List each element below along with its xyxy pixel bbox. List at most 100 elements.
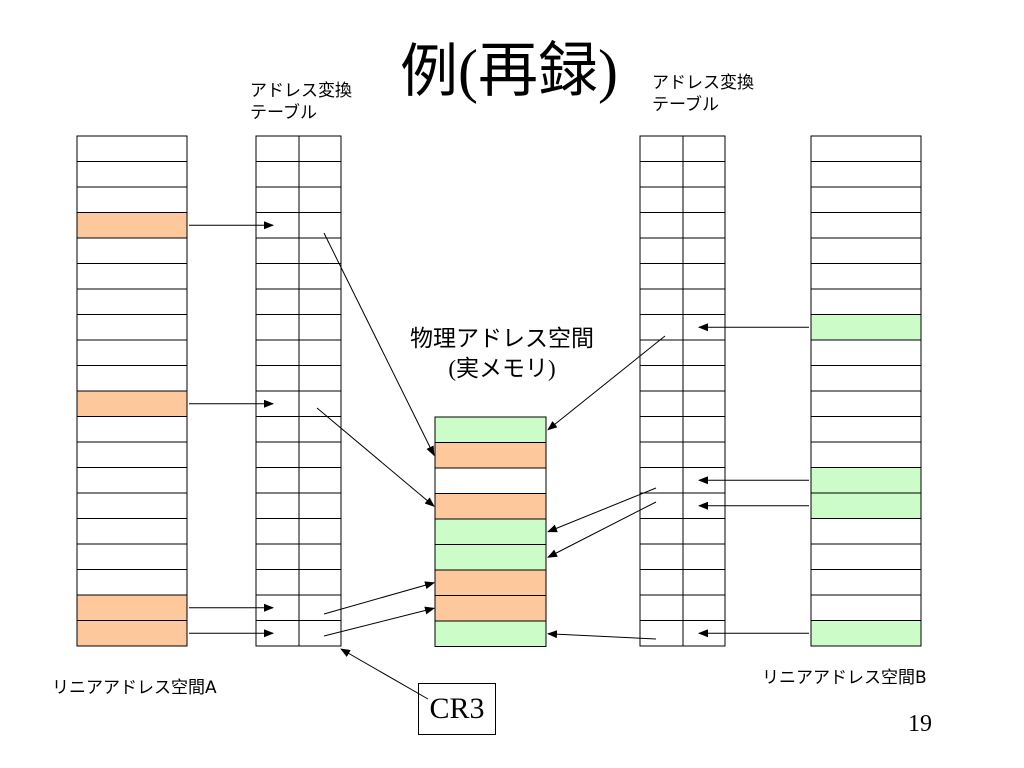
- table-b-cell: [682, 543, 726, 570]
- table-b-cell: [639, 441, 684, 468]
- table-b-cell: [639, 543, 684, 570]
- table-a-cell: [298, 314, 342, 341]
- cr3-register: CR3: [418, 683, 496, 735]
- linear-space-b-label: リニアアドレス空間B: [762, 668, 927, 688]
- table-b-cell: [639, 186, 684, 213]
- table-a-cell: [255, 237, 300, 264]
- table-a-cell: [298, 288, 342, 315]
- table-a-cell: [255, 365, 300, 392]
- linear-address-space-b: [810, 135, 922, 647]
- linear-b-row: [810, 416, 922, 443]
- mapping-arrow: [316, 407, 435, 507]
- mapping-arrow: [547, 335, 666, 431]
- table-b-cell: [682, 237, 726, 264]
- linear-a-row: [76, 288, 188, 315]
- table-b-cell: [639, 416, 684, 443]
- table-a-cell: [298, 543, 342, 570]
- mapping-arrow: [323, 581, 435, 615]
- table-b-cell: [639, 594, 684, 621]
- table-a-cell: [298, 492, 342, 519]
- table-b-cell: [682, 390, 726, 417]
- linear-b-row: [810, 186, 922, 213]
- linear-a-row: [76, 467, 188, 494]
- linear-b-row: [810, 135, 922, 162]
- mapping-arrow: [323, 606, 435, 637]
- mapping-arrow: [323, 232, 435, 457]
- linear-b-row: [810, 161, 922, 188]
- linear-b-row: [810, 543, 922, 570]
- linear-a-row: [76, 365, 188, 392]
- table-a-cell: [298, 569, 342, 596]
- table-a-cell: [298, 467, 342, 494]
- linear-a-row: [76, 314, 188, 341]
- table-a-cell: [298, 441, 342, 468]
- table-b-cell: [639, 135, 684, 162]
- linear-a-row: [76, 339, 188, 366]
- linear-a-row: [76, 212, 188, 239]
- physical-frame: [434, 442, 547, 469]
- linear-a-row: [76, 237, 188, 264]
- physical-frame: [434, 416, 547, 443]
- linear-a-row: [76, 135, 188, 162]
- table-b-cell: [682, 263, 726, 290]
- mapping-arrow: [340, 648, 429, 700]
- table-a-cell: [255, 161, 300, 188]
- table-b-cell: [682, 135, 726, 162]
- linear-a-row: [76, 186, 188, 213]
- mapping-arrows: [189, 221, 809, 700]
- linear-b-row: [810, 237, 922, 264]
- table-b-cell: [682, 569, 726, 596]
- linear-a-row: [76, 543, 188, 570]
- table-b-cell: [639, 263, 684, 290]
- table-b-cell: [639, 569, 684, 596]
- table-b-cell: [682, 161, 726, 188]
- table-b-cell: [639, 390, 684, 417]
- mapping-arrow: [547, 630, 657, 640]
- table-b-cell: [639, 212, 684, 239]
- table-b-cell: [639, 518, 684, 545]
- table-a-cell: [255, 288, 300, 315]
- physical-frame: [434, 544, 547, 571]
- table-b-cell: [639, 237, 684, 264]
- linear-b-row: [810, 390, 922, 417]
- table-b-cell: [639, 339, 684, 366]
- linear-a-row: [76, 569, 188, 596]
- table-b-cell: [682, 339, 726, 366]
- table-a-cell: [255, 135, 300, 162]
- table-b-cell: [682, 212, 726, 239]
- linear-b-row: [810, 620, 922, 647]
- table-a-cell: [255, 416, 300, 443]
- linear-b-row: [810, 288, 922, 315]
- linear-b-row: [810, 518, 922, 545]
- physical-memory: [434, 416, 547, 647]
- table-a-cell: [298, 263, 342, 290]
- translation-table-a: [255, 135, 342, 647]
- table-a-cell: [298, 212, 342, 239]
- table-a-cell: [255, 569, 300, 596]
- table-b-cell: [639, 314, 684, 341]
- table-a-cell: [298, 237, 342, 264]
- linear-a-row: [76, 441, 188, 468]
- table-a-cell: [255, 518, 300, 545]
- table-a-cell: [255, 314, 300, 341]
- title-paren: (再録): [458, 38, 618, 104]
- table-a-cell: [298, 594, 342, 621]
- table-b-cell: [639, 620, 684, 647]
- title-main: 例: [400, 37, 459, 105]
- table-a-cell: [255, 186, 300, 213]
- linear-a-row: [76, 518, 188, 545]
- table-a-cell: [255, 263, 300, 290]
- mapping-arrow: [547, 501, 657, 558]
- physical-frame: [434, 518, 547, 545]
- table-b-cell: [639, 288, 684, 315]
- physical-frame: [434, 467, 547, 494]
- linear-a-row: [76, 620, 188, 647]
- table-a-cell: [298, 518, 342, 545]
- table-a-cell: [298, 416, 342, 443]
- linear-b-row: [810, 263, 922, 290]
- table-a-cell: [298, 390, 342, 417]
- linear-a-row: [76, 492, 188, 519]
- physical-memory-line2: (実メモリ): [448, 356, 556, 381]
- table-a-cell: [255, 339, 300, 366]
